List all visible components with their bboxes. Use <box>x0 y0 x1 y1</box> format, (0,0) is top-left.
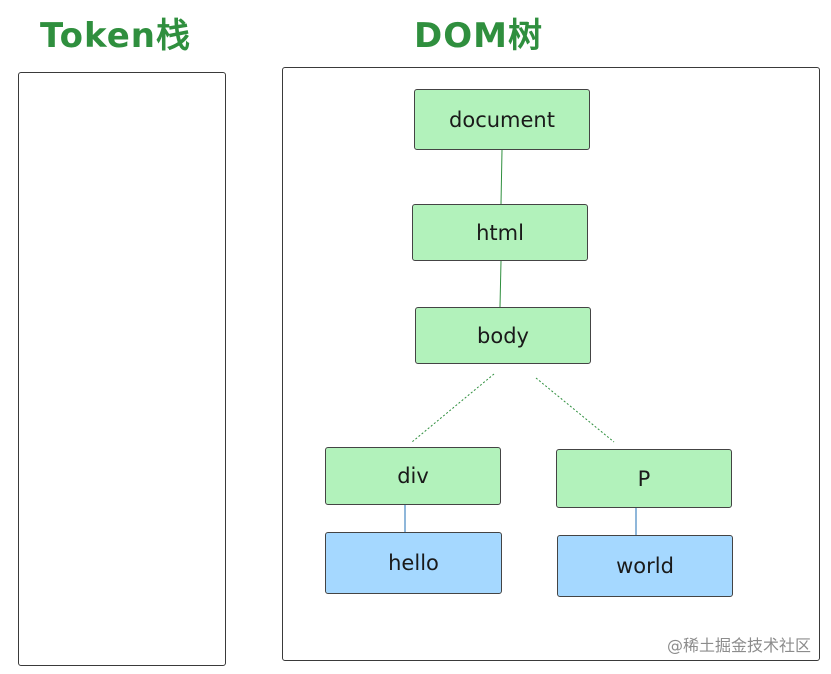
node-world: world <box>557 535 733 597</box>
token-stack-title: Token栈 <box>40 16 191 56</box>
node-div: div <box>325 447 501 505</box>
node-document: document <box>414 89 590 150</box>
node-p: P <box>556 449 732 508</box>
node-hello: hello <box>325 532 502 594</box>
node-html: html <box>412 204 588 261</box>
watermark: @稀土掘金技术社区 <box>666 636 811 655</box>
dom-tree-title: DOM树 <box>414 16 543 56</box>
token-stack-panel <box>18 72 226 666</box>
node-body: body <box>415 307 591 364</box>
